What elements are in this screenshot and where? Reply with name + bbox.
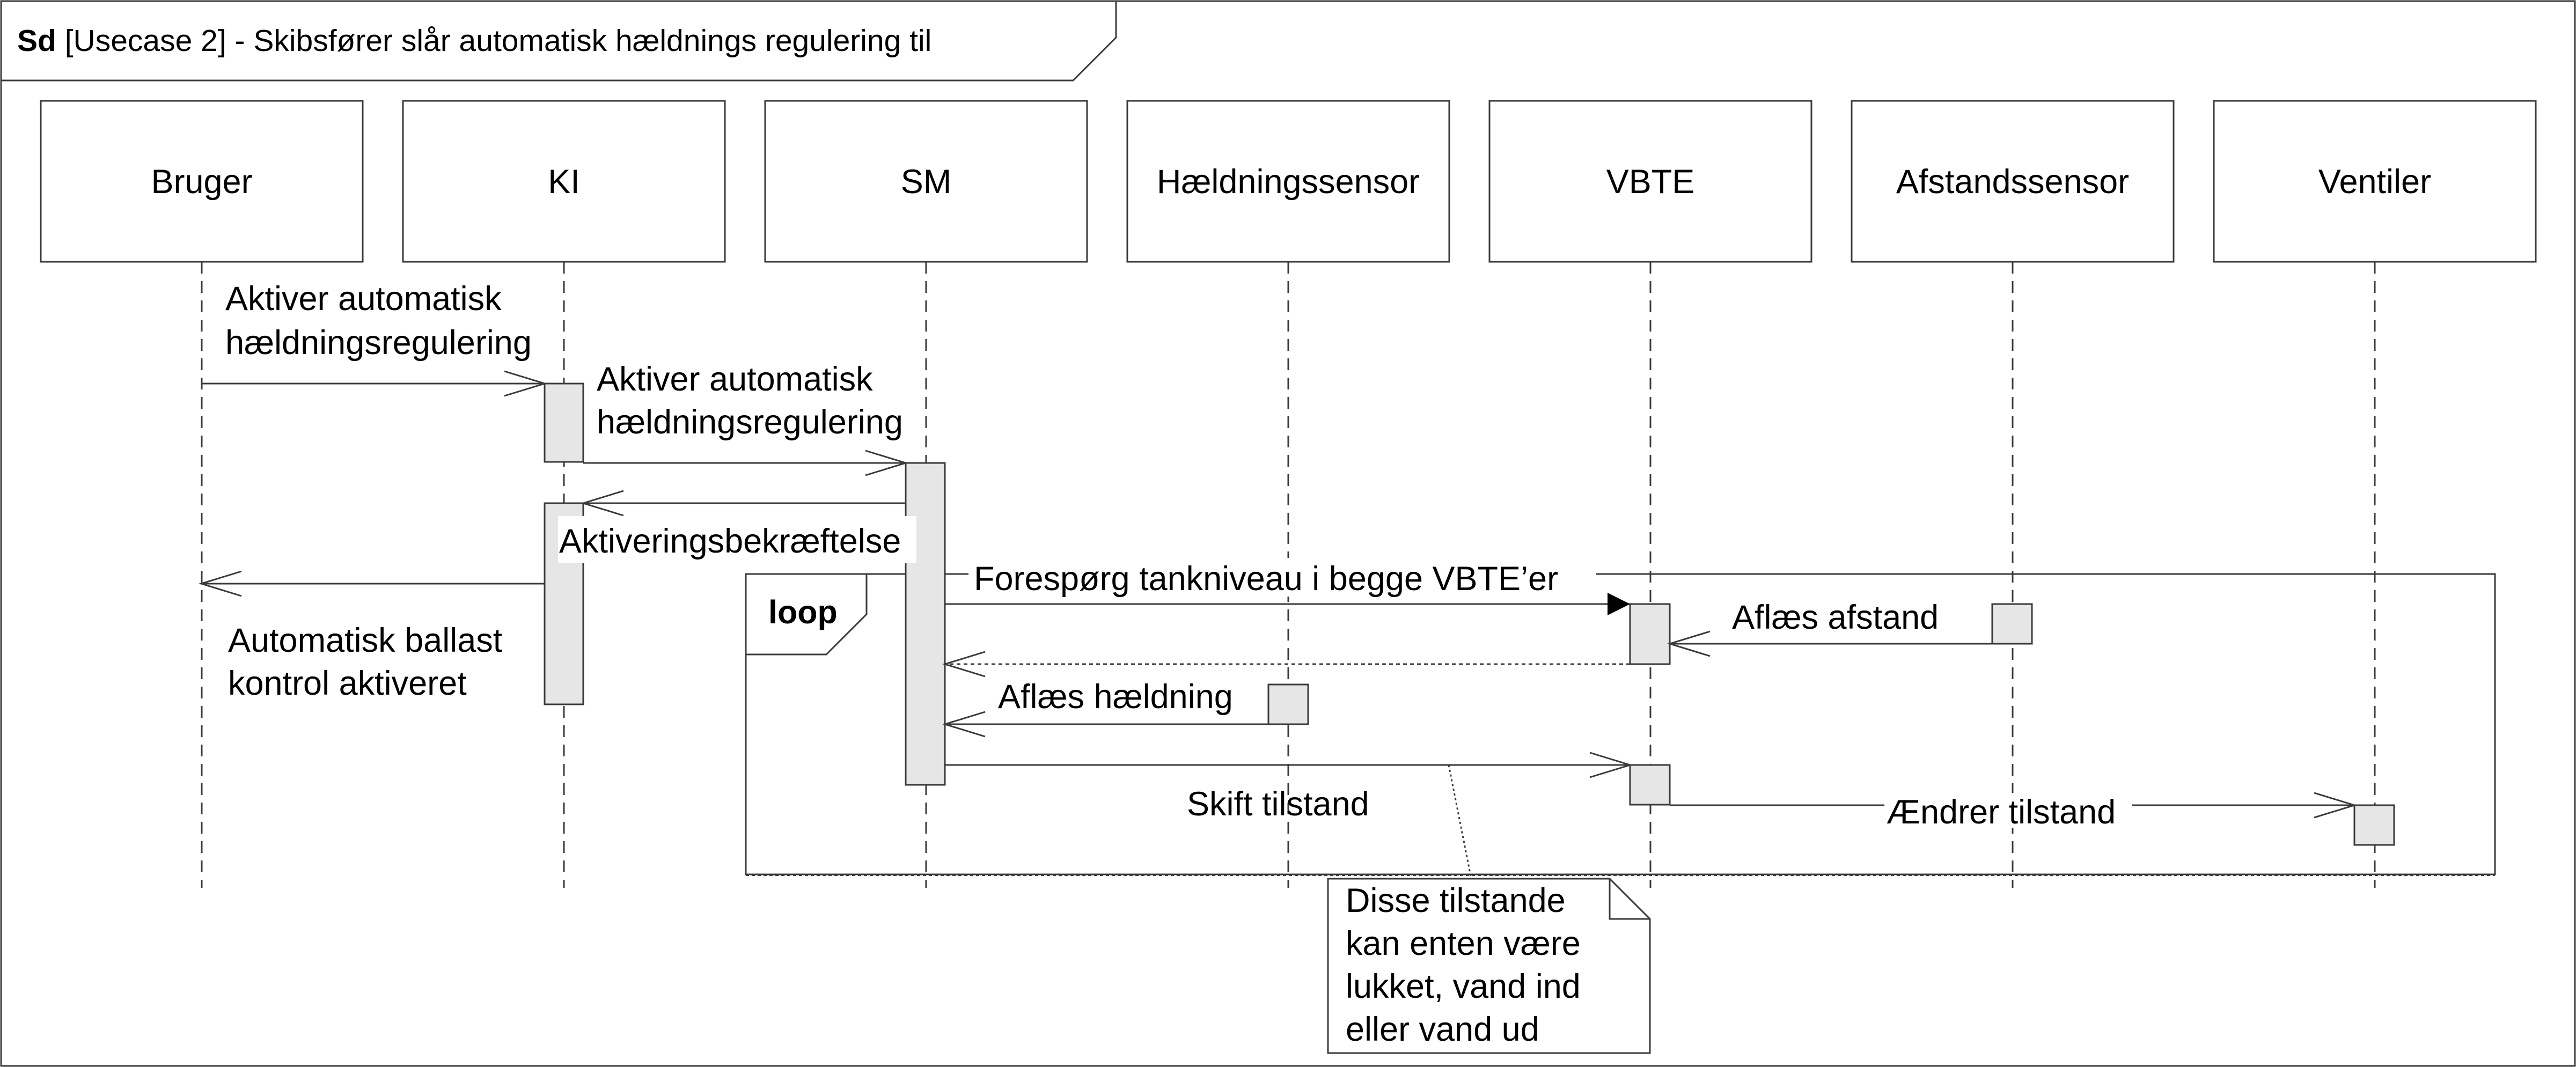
activation-bar-afstandssensor [1991, 603, 2033, 645]
frame-keyword: Sd [17, 24, 56, 58]
lifeline-label-haeldningssensor: Hældningssensor [1157, 163, 1420, 201]
activation-bar-haeldningssensor [1267, 683, 1309, 725]
lifeline-head-vbte [1488, 100, 1812, 263]
message-m4-arrowhead [198, 570, 242, 597]
note-text-line-2: kan enten være [1346, 925, 1581, 962]
loop-fragment [745, 573, 2496, 875]
message-m1-label-line-1: Aktiver automatisk [225, 280, 502, 318]
lifeline-label-ki: KI [548, 163, 580, 201]
messages: Aktiver automatisk hældningsregulering A… [198, 280, 2358, 831]
activation-bar-ki-1 [544, 382, 584, 463]
lifeline-ventiler: Ventiler [2213, 100, 2537, 888]
note-anchor-line [1448, 764, 1472, 879]
message-m3-label-background [558, 516, 916, 563]
activation-bar-vbte-2 [1629, 764, 1671, 806]
activation-bar-vbte-1 [1629, 603, 1671, 665]
message-m6-label: Aflæs afstand [1732, 599, 1939, 636]
lifeline-bruger: Bruger [40, 100, 364, 888]
message-m2-label-line-1: Aktiver automatisk [597, 360, 873, 398]
lifelines: Bruger KI SM Hældningssensor VBTE Afstandssen… [40, 100, 2537, 888]
lifeline-afstandssensor: Afstandssensor [1851, 100, 2175, 888]
message-m9-label: Skift tilstand [1187, 785, 1369, 823]
message-m8-arrowhead [942, 711, 986, 738]
message-m7-arrowhead [942, 651, 986, 678]
message-m1-arrowhead [504, 370, 548, 397]
activation-bar-sm [905, 462, 946, 786]
note-fold-corner [1609, 879, 1650, 920]
message-m3-label: Aktiveringsbekræftelse [559, 523, 901, 560]
lifeline-label-ventiler: Ventiler [2318, 163, 2431, 201]
lifeline-ki: KI [402, 100, 726, 888]
message-m2-arrowhead [865, 450, 909, 476]
lifeline-head-afstandssensor [1851, 100, 2175, 263]
message-m1-label: Aktiver automatisk hældningsregulering [225, 280, 532, 362]
lifeline-label-vbte: VBTE [1606, 163, 1695, 201]
note-text: Disse tilstande kan enten være lukket, v… [1346, 882, 1590, 1048]
message-m10-arrowhead [2314, 792, 2358, 819]
activation-bar-ventiler [2353, 804, 2395, 846]
message-m6-arrowhead [1667, 630, 1711, 657]
lifeline-label-sm: SM [901, 163, 952, 201]
message-m5-label: Forespørg tankniveau i begge VBTE’er [974, 560, 1558, 598]
message-m2-label-line-2: hældningsregulering [597, 403, 903, 441]
lifeline-haeldningssensor: Hældningssensor [1126, 100, 1450, 888]
lifeline-head-bruger [40, 100, 364, 263]
message-m4-label-line-2: kontrol aktiveret [228, 665, 467, 702]
message-m1-label-line-2: hældningsregulering [225, 324, 532, 362]
note-box [1327, 878, 1651, 1054]
lifeline-sm: SM [764, 100, 1088, 888]
frame-title-tab [1, 1, 1117, 82]
lifeline-head-ventiler [2213, 100, 2537, 263]
note-text-line-3: lukket, vand ind [1346, 968, 1581, 1005]
note-text-line-4: eller vand ud [1346, 1011, 1539, 1048]
frame-title-text: [Usecase 2] - Skibsfører slår automatisk… [65, 24, 932, 58]
message-m4-label-line-1: Automatisk ballast [228, 622, 503, 659]
frame-title: Sd [Usecase 2] - Skibsfører slår automat… [17, 24, 931, 58]
loop-operator-tab [746, 574, 868, 656]
lifeline-label-afstandssensor: Afstandssensor [1896, 163, 2129, 201]
message-m10-label: Ændrer tilstand [1887, 793, 2116, 831]
message-m9-arrowhead [1589, 752, 1633, 778]
message-m5-label-background [968, 558, 1596, 597]
message-m10-label-background [1884, 793, 2132, 828]
loop-operator-label: loop [768, 594, 838, 630]
message-m8-label: Aflæs hældning [998, 678, 1233, 716]
lifeline-head-haeldningssensor [1126, 100, 1450, 263]
lifeline-head-sm [764, 100, 1088, 263]
message-m2-label: Aktiver automatisk hældningsregulering [597, 360, 903, 441]
lifeline-head-ki [402, 100, 726, 263]
message-m3-arrowhead [580, 490, 624, 517]
note-text-line-1: Disse tilstande [1346, 882, 1566, 919]
lifeline-label-bruger: Bruger [151, 163, 252, 201]
message-m4-label: Automatisk ballast kontrol aktiveret [228, 622, 512, 702]
